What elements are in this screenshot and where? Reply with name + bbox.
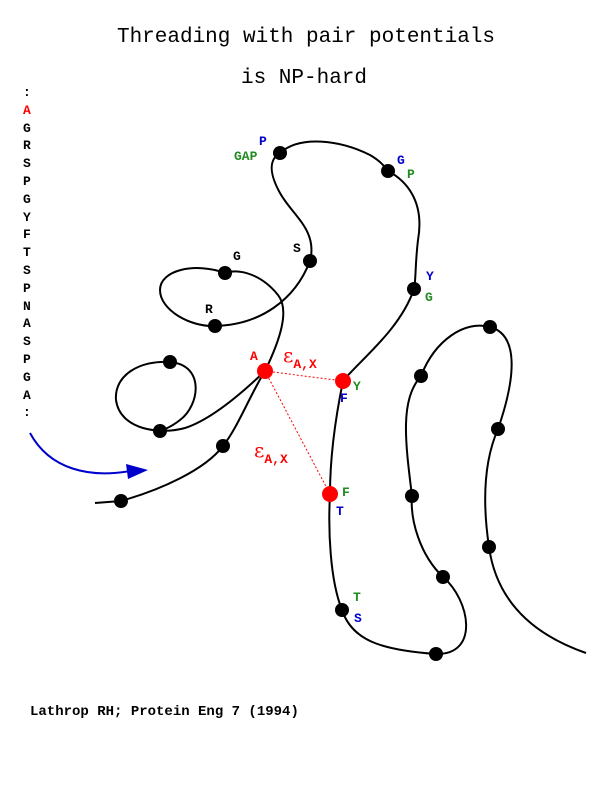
node-right-2 — [405, 489, 419, 503]
label-gap: GAP — [234, 149, 258, 164]
node-gap-p — [273, 146, 287, 160]
label-t-bottom: T — [353, 590, 361, 605]
citation: Lathrop RH; Protein Eng 7 (1994) — [30, 704, 299, 720]
node-a-red — [257, 363, 273, 379]
label-r: R — [205, 302, 213, 317]
sequence-residue: T — [23, 245, 31, 261]
label-g-right: G — [425, 290, 433, 305]
sequence-residue: G — [23, 191, 31, 207]
epsilon-sub-top: A,X — [293, 357, 317, 372]
sequence-residue: A — [23, 316, 31, 332]
node-right-4 — [483, 320, 497, 334]
backbone-curve-2 — [158, 140, 587, 656]
sequence-residue: A — [23, 102, 31, 118]
label-g-left: G — [233, 249, 241, 264]
epsilon-label-bottom: εA,X — [254, 438, 288, 467]
epsilon-symbol-top: ε — [283, 343, 293, 367]
blue-arrowhead — [126, 464, 148, 479]
sequence-residue: S — [23, 262, 31, 278]
node-g-p — [381, 164, 395, 178]
node-right-1 — [436, 570, 450, 584]
blue-arrow — [29, 432, 131, 475]
node-right-3 — [414, 369, 428, 383]
backbone-curve — [94, 360, 266, 504]
node-s — [303, 254, 317, 268]
sequence-residue: : — [23, 85, 31, 100]
sequence-residue: Y — [23, 209, 31, 225]
sequence-residue: A — [23, 387, 31, 403]
node-loop-left — [153, 424, 167, 438]
node-loop-top — [163, 355, 177, 369]
node-right-6 — [482, 540, 496, 554]
epsilon-sub-bottom: A,X — [264, 452, 288, 467]
sequence-residue: P — [23, 351, 31, 367]
interaction-line-a-y — [264, 370, 344, 382]
sequence-residue: G — [23, 120, 31, 136]
label-f-low: F — [342, 485, 350, 500]
sequence-residue: R — [23, 138, 31, 154]
sequence-residue: G — [23, 369, 31, 385]
node-f-t-red — [322, 486, 338, 502]
sequence-residue: P — [23, 173, 31, 189]
interaction-line-a-f — [264, 370, 331, 495]
label-y-mid: Y — [353, 379, 361, 394]
node-t-s — [335, 603, 349, 617]
label-f-mid: F — [340, 391, 348, 406]
sequence-residue: : — [23, 405, 31, 421]
epsilon-symbol-bottom: ε — [254, 438, 264, 462]
title-line-1: Threading with pair potentials — [116, 26, 496, 49]
node-right-5 — [491, 422, 505, 436]
label-p-top: P — [259, 134, 267, 149]
node-y-g — [407, 282, 421, 296]
label-g-top: G — [397, 153, 405, 168]
sequence-residue: N — [23, 298, 31, 314]
node-r — [208, 319, 222, 333]
label-s: S — [293, 241, 301, 256]
sequence-residue: S — [23, 334, 31, 350]
label-s-bottom: S — [354, 611, 362, 626]
epsilon-label-top: εA,X — [283, 343, 317, 372]
label-t-low: T — [336, 504, 344, 519]
node-g-left — [218, 266, 232, 280]
node-loop-right — [216, 439, 230, 453]
node-tail-start — [114, 494, 128, 508]
sequence-residue: S — [23, 156, 31, 172]
label-y-right: Y — [426, 269, 434, 284]
node-bottom — [429, 647, 443, 661]
label-p-right: P — [407, 167, 415, 182]
sequence-residue: P — [23, 280, 31, 296]
label-a-red: A — [250, 349, 258, 364]
title-line-2: is NP-hard — [240, 67, 368, 90]
sequence-residue: F — [23, 227, 31, 243]
node-y-f-red — [335, 373, 351, 389]
